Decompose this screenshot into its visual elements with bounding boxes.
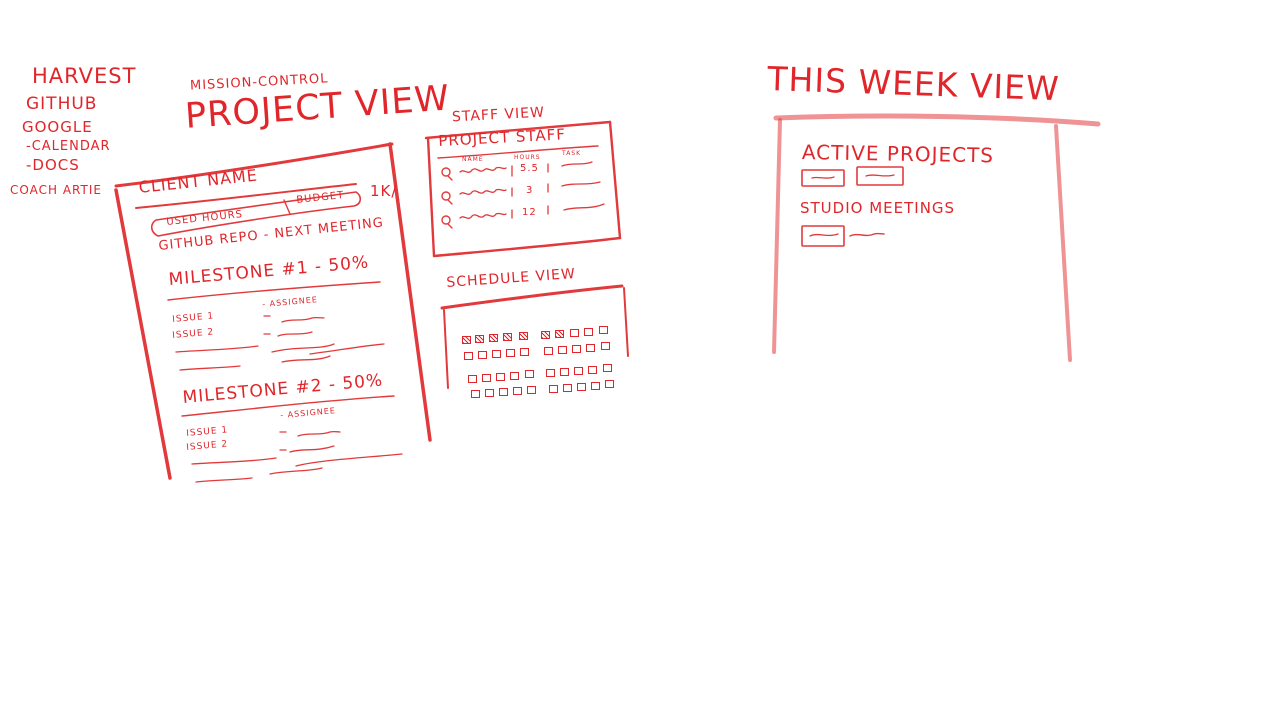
- schedule-day-cell[interactable]: [603, 364, 612, 372]
- schedule-day-cell[interactable]: [577, 383, 586, 391]
- schedule-day-cell[interactable]: [478, 351, 487, 359]
- integration-google: GOOGLE: [22, 118, 93, 136]
- schedule-day-cell[interactable]: [555, 330, 564, 338]
- schedule-day-cell[interactable]: [520, 348, 529, 356]
- schedule-day-cell[interactable]: [563, 384, 572, 392]
- integration-harvest: HARVEST: [32, 64, 137, 88]
- schedule-day-cell[interactable]: [574, 367, 583, 375]
- schedule-day-cell[interactable]: [599, 326, 608, 334]
- integration-github: GITHUB: [26, 94, 98, 114]
- schedule-day-cell[interactable]: [468, 375, 477, 383]
- integration-docs: -DOCS: [26, 156, 80, 174]
- schedule-day-cell[interactable]: [471, 390, 480, 398]
- schedule-day-cell[interactable]: [558, 346, 567, 354]
- staff-row-hours: 3: [526, 185, 534, 196]
- schedule-day-cell[interactable]: [601, 342, 610, 350]
- staff-column-hours: HOURS: [514, 154, 541, 161]
- schedule-day-cell[interactable]: [475, 335, 484, 343]
- schedule-day-cell[interactable]: [560, 368, 569, 376]
- schedule-day-cell[interactable]: [506, 349, 515, 357]
- schedule-day-cell[interactable]: [605, 380, 614, 388]
- integration-calendar: -CALENDAR: [26, 139, 111, 154]
- schedule-day-cell[interactable]: [549, 385, 558, 393]
- schedule-day-cell[interactable]: [591, 382, 600, 390]
- schedule-day-cell[interactable]: [546, 369, 555, 377]
- schedule-day-cell[interactable]: [525, 370, 534, 378]
- schedule-day-cell[interactable]: [485, 389, 494, 397]
- schedule-day-cell[interactable]: [503, 333, 512, 341]
- schedule-day-cell[interactable]: [541, 331, 550, 339]
- schedule-day-cell[interactable]: [489, 334, 498, 342]
- integration-coach-artie: COACH ARTIE: [10, 183, 102, 197]
- staff-column-task: TASK: [562, 150, 582, 157]
- active-projects-label: ACTIVE PROJECTS: [801, 140, 995, 168]
- schedule-day-cell[interactable]: [513, 387, 522, 395]
- schedule-day-cell[interactable]: [482, 374, 491, 382]
- schedule-day-cell[interactable]: [586, 344, 595, 352]
- staff-row-hours: 5.5: [520, 163, 539, 174]
- schedule-day-cell[interactable]: [544, 347, 553, 355]
- staff-column-name: NAME: [462, 156, 484, 163]
- staff-row-hours: 12: [522, 207, 537, 218]
- active-project-card[interactable]: [857, 167, 903, 185]
- schedule-day-cell[interactable]: [496, 373, 505, 381]
- schedule-day-cell[interactable]: [572, 345, 581, 353]
- schedule-day-cell[interactable]: [584, 328, 593, 336]
- studio-meeting-card[interactable]: [802, 226, 844, 246]
- schedule-day-cell[interactable]: [570, 329, 579, 337]
- schedule-day-cell[interactable]: [527, 386, 536, 394]
- schedule-day-cell[interactable]: [492, 350, 501, 358]
- schedule-day-cell[interactable]: [510, 372, 519, 380]
- k-label: 1K/: [370, 182, 398, 200]
- schedule-day-cell[interactable]: [588, 366, 597, 374]
- schedule-day-cell[interactable]: [499, 388, 508, 396]
- active-project-card[interactable]: [802, 170, 844, 186]
- schedule-day-cell[interactable]: [462, 336, 471, 344]
- schedule-day-cell[interactable]: [464, 352, 473, 360]
- schedule-day-cell[interactable]: [519, 332, 528, 340]
- studio-meetings-label: STUDIO MEETINGS: [800, 199, 956, 217]
